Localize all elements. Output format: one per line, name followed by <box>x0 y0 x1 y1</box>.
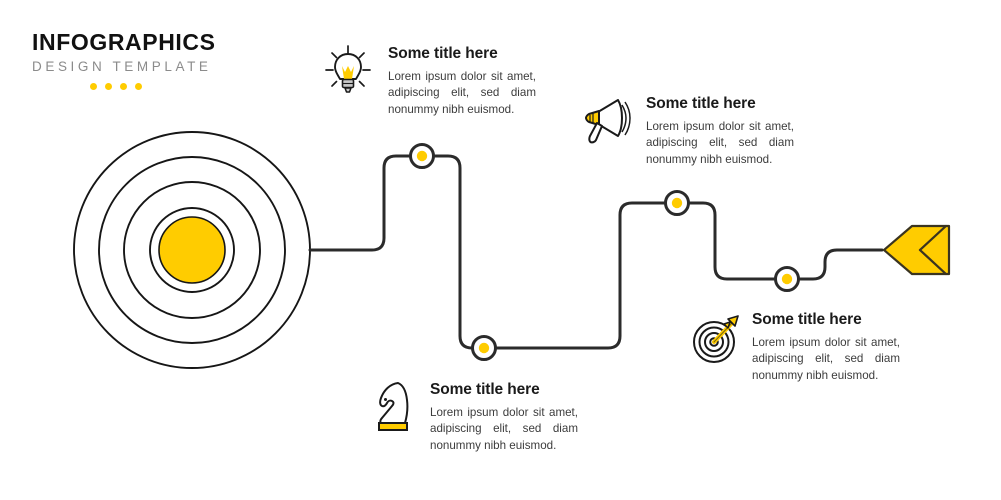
info-item-1-title: Some title here <box>388 45 498 62</box>
info-item-4-body: Lorem ipsum dolor sit amet, adipiscing e… <box>752 335 900 382</box>
path-node[interactable] <box>409 143 435 169</box>
journey-path <box>308 154 884 350</box>
info-item-4-title: Some title here <box>752 311 862 328</box>
logo-dots <box>32 83 232 91</box>
info-item-3-title: Some title here <box>430 381 540 398</box>
logo-subtitle-text: DESIGN TEMPLATE <box>32 59 212 75</box>
path-node[interactable] <box>471 335 497 361</box>
chess-knight-icon <box>368 378 424 436</box>
info-item-3-text: Some title here Lorem ipsum dolor sit am… <box>430 381 578 454</box>
info-item-1-body: Lorem ipsum dolor sit amet, adipiscing e… <box>388 69 536 116</box>
info-item-2-title: Some title here <box>646 95 756 112</box>
info-item-1-text: Some title here Lorem ipsum dolor sit am… <box>388 45 536 118</box>
info-item-2-text: Some title here Lorem ipsum dolor sit am… <box>646 95 794 168</box>
logo-dot <box>105 83 112 91</box>
lightbulb-icon <box>320 42 376 100</box>
info-item-3-body: Lorem ipsum dolor sit amet, adipiscing e… <box>430 405 578 452</box>
path-node[interactable] <box>664 190 690 216</box>
logo-dot <box>120 83 127 91</box>
target-bullseye <box>158 216 226 284</box>
path-node[interactable] <box>774 266 800 292</box>
arrow-head <box>882 224 951 276</box>
target-arrow-icon <box>690 308 746 366</box>
logo-block: INFOGRAPHICS DESIGN TEMPLATE <box>32 29 232 91</box>
logo-dot <box>90 83 97 91</box>
info-item-4-text: Some title here Lorem ipsum dolor sit am… <box>752 311 900 384</box>
logo-brand-text: INFOGRAPHICS <box>32 29 216 55</box>
logo-dot <box>135 83 142 91</box>
concentric-target <box>73 131 311 369</box>
info-item-2-body: Lorem ipsum dolor sit amet, adipiscing e… <box>646 119 794 166</box>
megaphone-icon <box>578 92 634 150</box>
